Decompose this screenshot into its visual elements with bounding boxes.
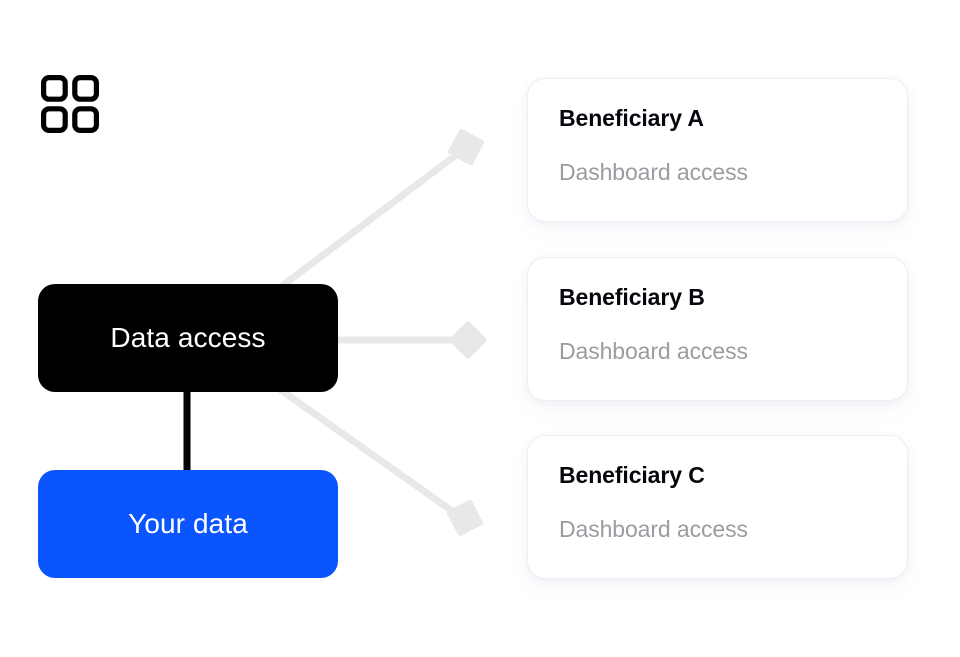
node-your-data-label: Your data [128, 508, 248, 539]
edge-marker-diamond-c [446, 499, 484, 537]
card-title: Beneficiary C [559, 462, 705, 488]
card-beneficiary-a[interactable]: Beneficiary A Dashboard access [527, 78, 908, 222]
grid-icon [40, 74, 99, 133]
card-beneficiary-c[interactable]: Beneficiary C Dashboard access [527, 435, 908, 579]
node-data-access[interactable]: Data access [38, 284, 338, 392]
card-beneficiary-b[interactable]: Beneficiary B Dashboard access [527, 257, 908, 401]
card-subtitle: Dashboard access [559, 338, 748, 364]
card-subtitle: Dashboard access [559, 159, 748, 185]
edge-data-access-to-beneficiary-a [275, 149, 463, 292]
edge-marker-diamond-a [447, 128, 485, 166]
card-subtitle: Dashboard access [559, 516, 748, 542]
card-title: Beneficiary B [559, 284, 705, 310]
node-data-access-label: Data access [110, 322, 266, 353]
card-title: Beneficiary A [559, 105, 704, 131]
edge-marker-diamond-b [449, 321, 487, 359]
node-your-data[interactable]: Your data [38, 470, 338, 578]
